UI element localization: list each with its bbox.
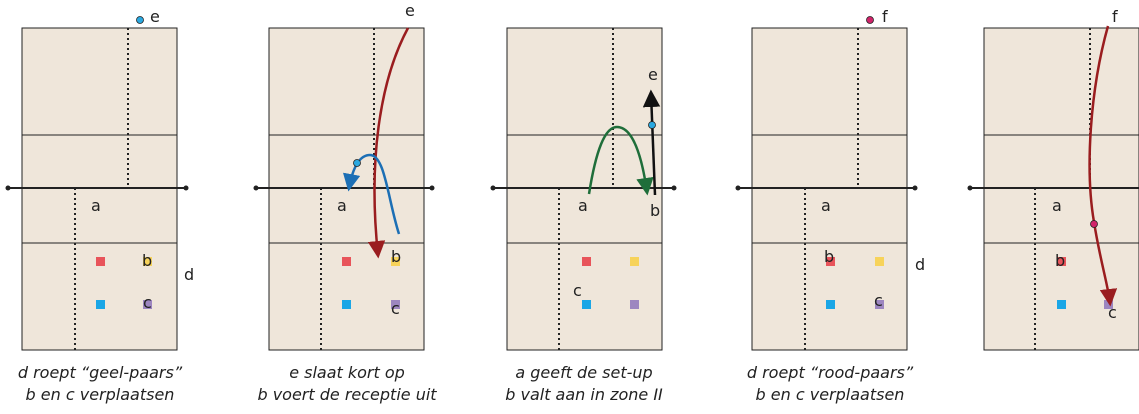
net-post-left [5, 185, 11, 191]
panel-4: f a b c d [735, 7, 925, 351]
caption-line-1: e slaat kort op [289, 363, 405, 382]
square-red [96, 257, 105, 266]
net-post-right [429, 185, 435, 191]
label-a: a [821, 196, 831, 215]
label-c: c [143, 293, 152, 312]
label-b: b [650, 201, 660, 220]
caption-panel-1: d roept “geel-paars” b en c verplaatsen [0, 362, 220, 406]
caption-line-1: a geeft de set-up [515, 363, 653, 382]
net-post-left [253, 185, 259, 191]
caption-line-2: b en c verplaatsen [755, 385, 905, 404]
caption-line-1: d roept “rood-paars” [746, 363, 914, 382]
square-yellow [630, 257, 639, 266]
net-post-right [183, 185, 189, 191]
label-d: d [915, 255, 925, 274]
label-e: e [405, 1, 415, 20]
square-purple [391, 300, 400, 309]
label-b: b [1055, 251, 1065, 270]
square-cyan [342, 300, 351, 309]
label-c: c [1108, 303, 1117, 322]
net-post-right [671, 185, 677, 191]
label-f: f [1112, 7, 1118, 26]
label-c: c [573, 281, 582, 300]
caption-panel-2: e slaat kort op b voert de receptie uit [227, 362, 467, 406]
square-purple [143, 300, 152, 309]
net-post-left [735, 185, 741, 191]
square-cyan [826, 300, 835, 309]
label-d: d [184, 265, 194, 284]
caption-line-2: b valt aan in zone II [505, 385, 663, 404]
panel-3: e a b c [490, 27, 677, 351]
serve-arrow-red [1088, 25, 1118, 307]
label-e: e [648, 65, 658, 84]
square-cyan [1057, 300, 1066, 309]
square-red [1057, 257, 1066, 266]
net-post-right [912, 185, 918, 191]
label-b: b [824, 247, 834, 266]
square-cyan [582, 300, 591, 309]
square-purple [630, 300, 639, 309]
panel-2: e a b c [253, 1, 435, 351]
label-a: a [1052, 196, 1062, 215]
player-dot-f [866, 16, 874, 24]
caption-line-1: d roept “geel-paars” [17, 363, 183, 382]
serve-arrow-red [367, 27, 410, 259]
panel-1: e a b c d [5, 7, 194, 351]
caption-line-2: b voert de receptie uit [257, 385, 437, 404]
label-b: b [391, 247, 401, 266]
square-yellow [391, 257, 400, 266]
ball-dot [648, 121, 656, 129]
label-c: c [874, 291, 883, 310]
square-yellow [143, 257, 152, 266]
setup-arrow-green [587, 125, 654, 196]
caption-panel-4: d roept “rood-paars” b en c verplaatsen [710, 362, 950, 406]
net-post-left [967, 185, 973, 191]
label-a: a [578, 196, 588, 215]
square-cyan [96, 300, 105, 309]
label-a: a [91, 196, 101, 215]
ball-dot [1090, 220, 1098, 228]
panel-5: f a b c [967, 7, 1139, 351]
reception-arrow-blue [342, 153, 401, 235]
attack-arrow-black [642, 89, 661, 196]
label-e: e [150, 7, 160, 26]
square-yellow [875, 257, 884, 266]
net-post-left [490, 185, 496, 191]
label-f: f [882, 7, 888, 26]
player-dot-e [136, 16, 144, 24]
square-red [342, 257, 351, 266]
label-b: b [142, 251, 152, 270]
label-a: a [337, 196, 347, 215]
ball-dot [353, 159, 361, 167]
label-c: c [391, 299, 400, 318]
square-red [826, 257, 835, 266]
caption-line-2: b en c verplaatsen [25, 385, 175, 404]
square-purple [875, 300, 884, 309]
caption-panel-3: a geeft de set-up b valt aan in zone II [464, 362, 704, 406]
square-red [582, 257, 591, 266]
